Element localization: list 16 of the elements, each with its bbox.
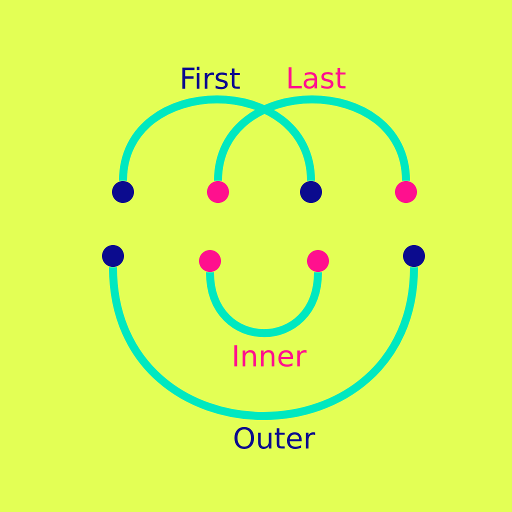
dot <box>300 181 322 203</box>
edge-label: Last <box>288 67 346 89</box>
edge-label: Outer <box>234 427 316 449</box>
dot <box>112 181 134 203</box>
dot <box>395 181 417 203</box>
dot <box>199 250 221 272</box>
dot <box>307 250 329 272</box>
curved-line <box>109 266 418 420</box>
edge-label: Inner <box>234 345 307 367</box>
dot <box>102 245 124 267</box>
dot <box>403 245 425 267</box>
curved-line <box>206 272 322 338</box>
curved-line <box>119 96 315 182</box>
edge-label: First <box>182 66 240 90</box>
curved-line <box>214 96 410 182</box>
dot <box>207 181 229 203</box>
